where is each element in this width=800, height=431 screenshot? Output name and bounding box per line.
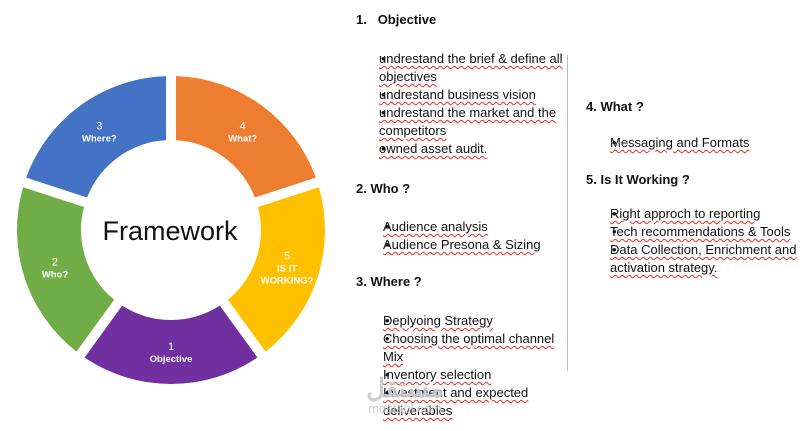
where-item-text: Investment and expected deliverables	[383, 385, 529, 418]
objective-item-text: undrestand the market and the competitor…	[379, 105, 557, 138]
working-list: Right approch to reportingTech recommend…	[586, 205, 800, 277]
where-item: Investment and expected deliverables	[383, 384, 566, 420]
who-item: Audience Presona & Sizing	[383, 236, 566, 254]
where-item-text: Choosing the optimal channel Mix	[383, 331, 555, 364]
segment-label-where: Where?	[82, 133, 117, 144]
who-list: Audience analysisAudience Presona & Sizi…	[356, 218, 566, 254]
objective-list: undrestand the brief & define all object…	[356, 50, 566, 158]
what-list: Messaging and Formats	[586, 134, 800, 152]
section-where: 3. Where ? Deplyoing StrategyChoosing th…	[356, 273, 566, 420]
objective-item-text: owned asset audit.	[379, 141, 488, 156]
heading-number: 1.	[356, 12, 367, 27]
section-heading-what: 4. What ?	[586, 99, 644, 114]
working-item: Right approch to reporting	[610, 205, 800, 223]
segment-number-where: 3	[96, 120, 102, 132]
segment-number-objective: 1	[168, 341, 174, 353]
section-heading-where: 3. Where ?	[356, 274, 422, 289]
segment-objective	[84, 305, 258, 385]
section-heading-who: 2. Who ?	[356, 181, 411, 196]
objective-item: undrestand the brief & define all object…	[379, 50, 566, 86]
who-item-text: Audience analysis	[383, 219, 488, 234]
segment-label-what: What?	[228, 133, 257, 144]
working-item-text: Right approch to reporting	[610, 206, 761, 221]
objective-item: undrestand the market and the competitor…	[379, 104, 566, 140]
section-objective: 1. Objective undrestand the brief & defi…	[356, 11, 566, 158]
section-working: 5. Is It Working ? Right approch to repo…	[586, 171, 800, 277]
left-text-column: 1. Objective undrestand the brief & defi…	[356, 11, 566, 420]
segment-label-who: Who?	[42, 270, 69, 281]
objective-item: owned asset audit.	[379, 140, 566, 158]
segment-is-it-working	[227, 187, 326, 352]
who-item: Audience analysis	[383, 218, 566, 236]
section-who: 2. Who ? Audience analysisAudience Preso…	[356, 180, 566, 254]
where-list: Deplyoing StrategyChoosing the optimal c…	[356, 312, 566, 420]
working-item: Tech recommendations & Tools	[610, 223, 800, 241]
watermark-url: mostaql.com	[368, 401, 442, 416]
watermark: مستقل mostaql.com	[345, 374, 465, 416]
watermark-logo: مستقل	[366, 373, 444, 403]
where-item: Inventory selection	[383, 366, 566, 384]
segment-number-what: 4	[240, 120, 246, 132]
section-heading-working: 5. Is It Working ?	[586, 172, 690, 187]
segment-label-is-it-working: IS IT	[277, 264, 297, 275]
segment-number-is-it-working: 5	[284, 251, 290, 263]
segment-who	[16, 187, 115, 352]
where-item-text: Deplyoing Strategy	[383, 313, 493, 328]
objective-item: undrestand business vision	[379, 86, 566, 104]
segment-where	[26, 76, 167, 198]
column-divider	[567, 55, 568, 371]
what-item: Messaging and Formats	[610, 134, 800, 152]
objective-item-text: undrestand the brief & define all object…	[379, 51, 563, 84]
segment-label-objective: Objective	[150, 354, 193, 365]
where-item-text: Inventory selection	[383, 367, 492, 382]
segment-number-who: 2	[52, 257, 58, 269]
objective-item-text: undrestand business vision	[379, 87, 536, 102]
working-item-text: Tech recommendations & Tools	[610, 224, 791, 239]
segment-label-is-it-working: WORKING?	[261, 276, 314, 287]
section-what: 4. What ? Messaging and Formats	[586, 98, 800, 152]
what-item-text: Messaging and Formats	[610, 135, 750, 150]
where-item: Choosing the optimal channel Mix	[383, 330, 566, 366]
right-text-column: 4. What ? Messaging and Formats 5. Is It…	[586, 98, 800, 277]
working-item: Data Collection, Enrichment and activati…	[610, 241, 800, 277]
heading-text: Objective	[377, 12, 437, 27]
where-item: Deplyoing Strategy	[383, 312, 566, 330]
working-item-text: Data Collection, Enrichment and activati…	[610, 242, 797, 275]
who-item-text: Audience Presona & Sizing	[383, 237, 541, 252]
section-heading-objective: 1. Objective	[356, 11, 566, 29]
center-label: Framework	[102, 216, 238, 246]
segment-what	[175, 76, 316, 198]
